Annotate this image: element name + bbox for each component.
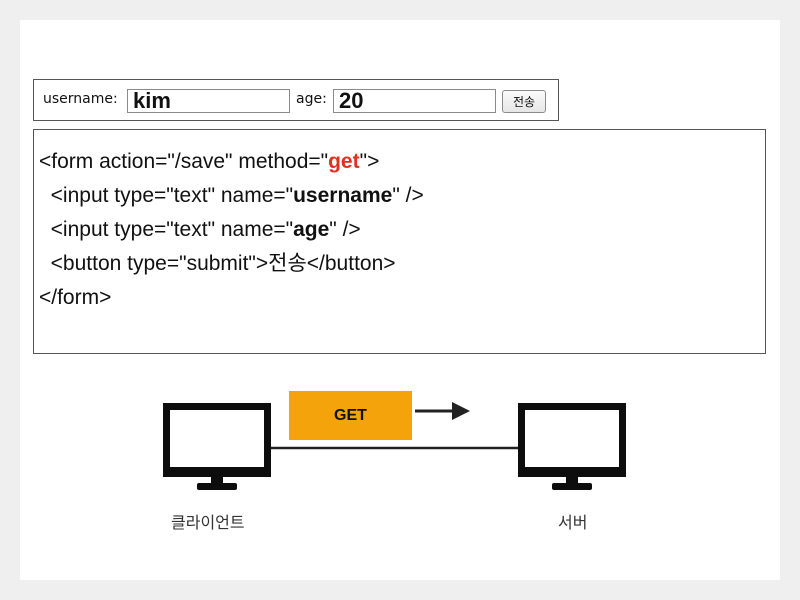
- code-line-5: </form>: [39, 286, 112, 309]
- age-input[interactable]: [333, 89, 496, 113]
- age-label: age:: [296, 91, 327, 107]
- monitor-icon: [518, 403, 626, 490]
- monitor-icon: [163, 403, 271, 490]
- code-text: " />: [392, 184, 424, 207]
- arrow-right-icon: [415, 402, 470, 420]
- username-label: username:: [43, 91, 118, 107]
- slide: username: age: 전송 <form action="/save" m…: [20, 20, 780, 580]
- code-text: ">: [359, 150, 380, 173]
- code-line-3: <input type="text" name="age" />: [39, 217, 361, 243]
- form-preview: username: age: 전송: [33, 79, 559, 121]
- code-field-name: username: [293, 184, 393, 207]
- code-line-4: <button type="submit">전송</button>: [39, 252, 396, 275]
- code-method-keyword: get: [328, 150, 360, 173]
- code-line-1: <form action="/save" method="get">: [39, 149, 379, 175]
- code-box: <form action="/save" method="get"> <inpu…: [33, 129, 766, 354]
- code-text: <input type="text" name=": [39, 184, 294, 207]
- code-line-2: <input type="text" name="username" />: [39, 183, 424, 209]
- username-input[interactable]: [127, 89, 290, 113]
- code-text: " />: [329, 218, 361, 241]
- server-label: 서버: [558, 513, 588, 532]
- request-method-label: GET: [334, 406, 367, 424]
- submit-button[interactable]: 전송: [502, 90, 546, 113]
- code-field-name: age: [293, 218, 330, 241]
- connection-line: [270, 402, 520, 450]
- request-method-box: GET: [289, 391, 412, 440]
- client-label: 클라이언트: [171, 513, 245, 532]
- code-text: <input type="text" name=": [39, 218, 294, 241]
- code-text: <form action="/save" method=": [39, 150, 329, 173]
